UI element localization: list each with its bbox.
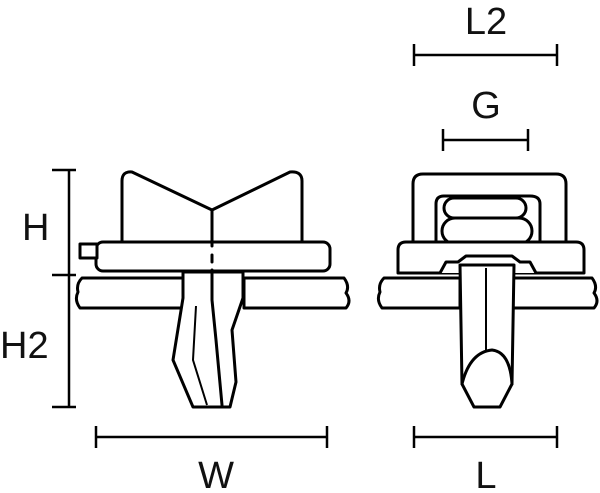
left-center-split	[210, 208, 224, 407]
dim-label-w: W	[198, 455, 234, 493]
right-shank-tip	[460, 348, 514, 386]
dim-label-g: G	[471, 85, 501, 127]
left-shank-inner	[191, 305, 208, 406]
left-tab	[78, 242, 99, 260]
dim-label-l: L	[475, 455, 496, 493]
left-panel-right	[242, 276, 351, 310]
left-saddle	[120, 170, 304, 244]
dim-label-h2: H2	[0, 325, 49, 367]
left-shank	[171, 270, 245, 409]
dim-label-h: H	[22, 207, 49, 249]
right-panel-right	[510, 276, 599, 310]
left-view	[74, 170, 351, 409]
right-view	[376, 172, 599, 409]
right-upper-bar	[442, 196, 528, 220]
right-lower-bar	[440, 216, 534, 246]
dim-label-l2: L2	[465, 1, 507, 43]
dimension-lines	[52, 44, 559, 448]
right-panel	[376, 276, 462, 310]
left-panel	[74, 276, 186, 310]
